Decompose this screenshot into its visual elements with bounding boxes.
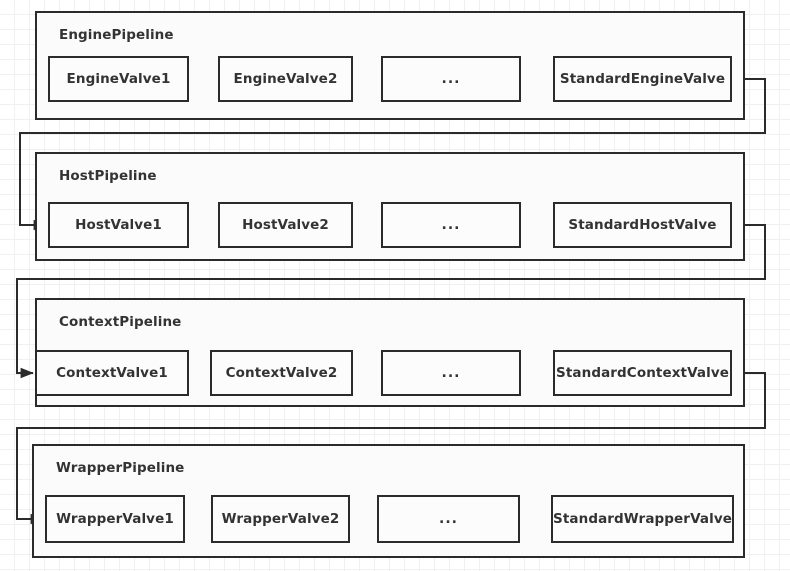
pipeline-label-wrapper: WrapperPipeline [56,460,185,476]
valve-ellipsis-host[interactable]: ... [381,202,521,248]
valve-ellipsis-context[interactable]: ... [381,350,521,396]
pipeline-label-context: ContextPipeline [59,314,182,330]
pipeline-label-host: HostPipeline [59,168,157,184]
valve-enginevalve1[interactable]: EngineValve1 [48,56,189,102]
valve-contextvalve1[interactable]: ContextValve1 [35,350,189,396]
valve-contextvalve2[interactable]: ContextValve2 [210,350,353,396]
valve-standardenginevalve[interactable]: StandardEngineValve [553,56,732,102]
valve-standardcontextvalve[interactable]: StandardContextValve [553,350,732,396]
valve-ellipsis-engine[interactable]: ... [381,56,521,102]
valve-wrappervalve1[interactable]: WrapperValve1 [45,495,185,543]
valve-hostvalve1[interactable]: HostValve1 [48,202,189,248]
valve-wrappervalve2[interactable]: WrapperValve2 [211,495,350,543]
valve-standardwrappervalve[interactable]: StandardWrapperValve [551,495,734,543]
pipeline-label-engine: EnginePipeline [59,27,174,43]
valve-standardhostvalve[interactable]: StandardHostValve [553,202,732,248]
valve-enginevalve2[interactable]: EngineValve2 [218,56,353,102]
valve-ellipsis-wrapper[interactable]: ... [377,495,520,543]
valve-hostvalve2[interactable]: HostValve2 [218,202,353,248]
